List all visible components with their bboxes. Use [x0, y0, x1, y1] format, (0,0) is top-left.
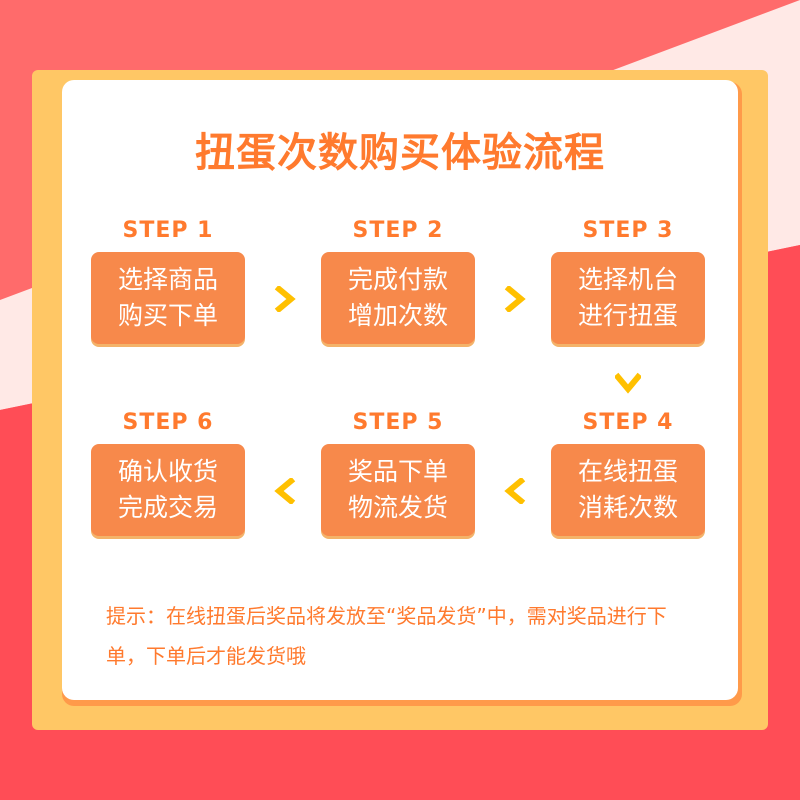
step-3-line1: 选择机台	[577, 265, 678, 294]
chevron-left-icon	[502, 478, 528, 504]
page-title: 扭蛋次数购买体验流程	[195, 130, 605, 176]
tip-text: 提示：在线扭蛋后奖品将发放至“奖品发货”中，需对奖品进行下单，下单后才能发货哦	[106, 604, 667, 668]
step-4-line1: 在线扭蛋	[577, 457, 678, 486]
step-6-line2: 完成交易	[117, 493, 218, 522]
step-2-line2: 增加次数	[347, 301, 448, 330]
step-2-box: 完成付款 增加次数	[321, 252, 475, 344]
step-4-line2: 消耗次数	[577, 493, 678, 522]
step-1-label: STEP 1	[122, 218, 214, 243]
step-5-line1: 奖品下单	[347, 457, 448, 486]
chevron-right-icon	[502, 286, 528, 312]
step-1-line1: 选择商品	[117, 265, 218, 294]
chevron-left-icon	[272, 478, 298, 504]
step-6-box: 确认收货 完成交易	[91, 444, 245, 536]
step-4-box: 在线扭蛋 消耗次数	[551, 444, 705, 536]
step-6-label: STEP 6	[122, 410, 214, 435]
step-1-line2: 购买下单	[117, 301, 218, 330]
step-2-line1: 完成付款	[347, 265, 448, 294]
step-4-label: STEP 4	[582, 410, 674, 435]
step-2-label: STEP 2	[352, 218, 444, 243]
step-3-box: 选择机台 进行扭蛋	[551, 252, 705, 344]
step-3-line2: 进行扭蛋	[577, 301, 678, 330]
chevron-right-icon	[272, 286, 298, 312]
step-1-box: 选择商品 购买下单	[91, 252, 245, 344]
step-6-line1: 确认收货	[117, 457, 218, 486]
chevron-down-icon	[615, 370, 641, 396]
step-5-line2: 物流发货	[347, 493, 448, 522]
step-5-box: 奖品下单 物流发货	[321, 444, 475, 536]
step-3-label: STEP 3	[582, 218, 674, 243]
step-5-label: STEP 5	[352, 410, 444, 435]
